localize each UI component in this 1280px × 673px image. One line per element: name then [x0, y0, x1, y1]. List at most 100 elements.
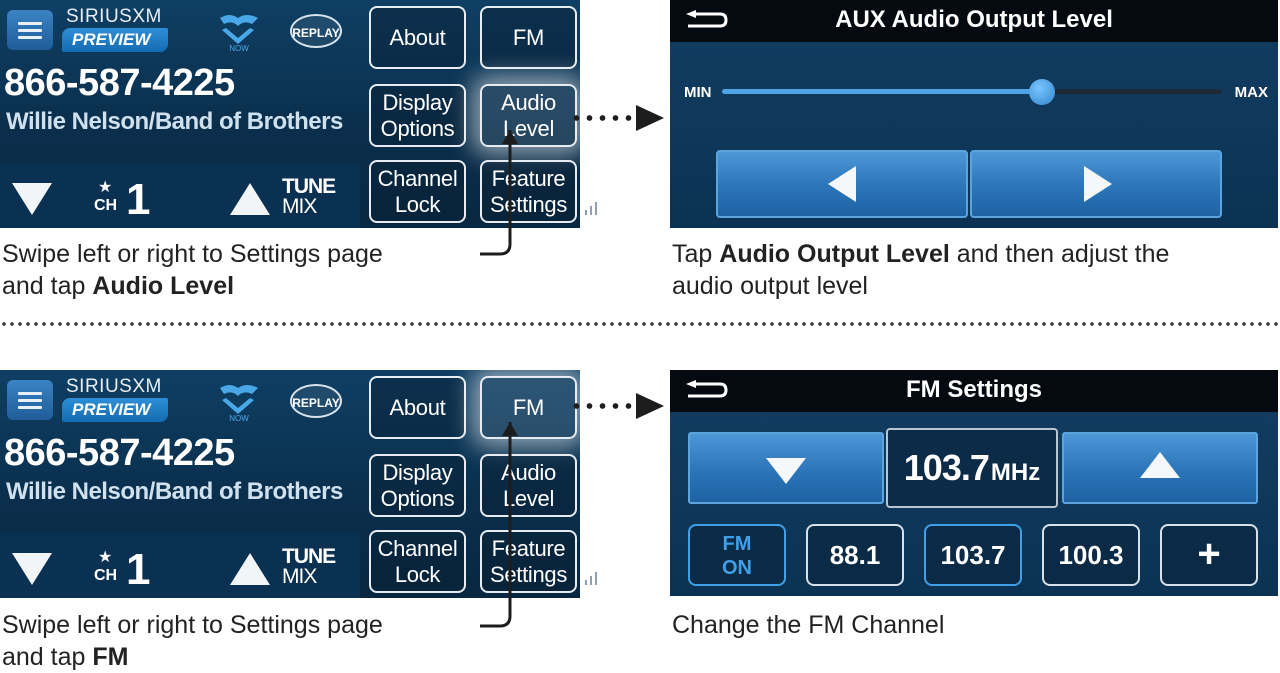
- display-options-line1: Display: [382, 89, 453, 115]
- flow-arrowhead-2: [636, 393, 664, 419]
- channel-up-icon[interactable]: [230, 183, 270, 215]
- flow-arrowhead-1: [636, 105, 664, 131]
- step1-line1: Swipe left or right to Settings page: [2, 240, 383, 268]
- star-icon: ★: [98, 549, 113, 566]
- flow-arrow-dots-1: [570, 115, 642, 121]
- preview-badge: PREVIEW: [62, 398, 168, 422]
- down-arrow-icon: [766, 458, 806, 484]
- preview-badge: PREVIEW: [62, 28, 168, 52]
- frequency-down-button[interactable]: [688, 432, 884, 504]
- step3-line2-bold: FM: [92, 643, 129, 671]
- now-icon[interactable]: NOW: [216, 10, 262, 52]
- right-arrow-icon: [1084, 166, 1112, 202]
- step1-line2-prefix: and tap: [2, 272, 93, 300]
- back-arrow-icon[interactable]: [684, 380, 728, 402]
- step2-line2: audio output level: [672, 272, 868, 300]
- flow-arrow-dots-2: [570, 403, 642, 409]
- radio-screen-top: SIRIUSXM PREVIEW NOW REPLAY 866-587-4225…: [0, 0, 580, 228]
- channel-up-icon[interactable]: [230, 553, 270, 585]
- channel-lock-line1: Channel: [377, 535, 458, 561]
- step3-line2: and tap FM: [2, 641, 383, 673]
- replay-icon[interactable]: REPLAY: [290, 384, 342, 418]
- frequency-value: 103.7: [903, 447, 990, 488]
- replay-icon[interactable]: REPLAY: [290, 14, 342, 48]
- step2-prefix: Tap: [672, 240, 720, 268]
- channel-lock-line1: Channel: [377, 165, 458, 191]
- preset-button-selected[interactable]: 103.7: [924, 524, 1022, 586]
- audio-level-slider[interactable]: [722, 79, 1222, 105]
- feature-settings-line2: Settings: [489, 561, 568, 587]
- fm-title-bar: FM Settings: [670, 370, 1278, 412]
- left-arrow-icon: [828, 166, 856, 202]
- step1-line2-bold: Audio Level: [92, 272, 235, 300]
- step1-caption: Swipe left or right to Settings page and…: [2, 238, 383, 302]
- fm-on-toggle[interactable]: FM ON: [688, 524, 786, 586]
- decrease-level-button[interactable]: [716, 150, 968, 218]
- artist-name: Willie Nelson/Band of Brothers: [6, 108, 343, 135]
- now-label: NOW: [229, 44, 249, 52]
- display-options-line1: Display: [382, 459, 453, 485]
- slider-fill: [722, 89, 1042, 94]
- radio-screen-bottom: SIRIUSXM PREVIEW NOW REPLAY 866-587-4225…: [0, 370, 580, 598]
- frequency-up-button[interactable]: [1062, 432, 1258, 504]
- feature-settings-line1: Feature: [491, 535, 566, 561]
- step2-bold: Audio Output Level: [719, 240, 950, 268]
- frequency-display: 103.7MHz: [886, 428, 1058, 508]
- aux-title: AUX Audio Output Level: [835, 6, 1113, 33]
- aux-title-bar: AUX Audio Output Level: [670, 0, 1278, 42]
- step2-caption: Tap Audio Output Level and then adjust t…: [672, 238, 1169, 302]
- frequency-unit: MHz: [990, 459, 1041, 486]
- siriusxm-logo-text: SIRIUSXM: [66, 376, 162, 397]
- artist-name: Willie Nelson/Band of Brothers: [6, 478, 343, 505]
- tuning-bar: ★ CH 1 TUNE MIX: [0, 533, 360, 598]
- now-icon[interactable]: NOW: [216, 380, 262, 422]
- channel-label: CH: [94, 197, 118, 214]
- step3-line2-prefix: and tap: [2, 643, 93, 671]
- channel-number: 1: [126, 545, 151, 594]
- phone-number: 866-587-4225: [4, 62, 235, 104]
- display-options-line2: Options: [380, 115, 455, 141]
- section-divider: [0, 322, 1280, 326]
- audio-level-line1: Audio: [501, 89, 556, 115]
- tunemix-button[interactable]: TUNE MIX: [282, 176, 336, 217]
- fm-button[interactable]: FM: [480, 6, 577, 69]
- signal-icon: [585, 202, 597, 215]
- step1-line2: and tap Audio Level: [2, 270, 383, 302]
- channel-indicator: ★ CH 1: [94, 545, 154, 594]
- add-preset-button[interactable]: +: [1160, 524, 1258, 586]
- step2-line1: Tap Audio Output Level and then adjust t…: [672, 238, 1169, 270]
- tunemix-button[interactable]: TUNE MIX: [282, 545, 336, 588]
- tune-label: TUNE: [282, 545, 336, 568]
- step3-caption: Swipe left or right to Settings page and…: [2, 609, 383, 673]
- channel-lock-line2: Lock: [394, 191, 441, 217]
- menu-icon[interactable]: [7, 10, 53, 50]
- channel-down-icon[interactable]: [12, 183, 52, 215]
- back-arrow-icon[interactable]: [684, 10, 728, 32]
- menu-icon[interactable]: [7, 380, 53, 420]
- channel-lock-line2: Lock: [394, 561, 441, 587]
- preset-button[interactable]: 100.3: [1042, 524, 1140, 586]
- audio-level-line2: Level: [502, 485, 555, 511]
- pointer-arrow-1: [480, 130, 518, 256]
- aux-output-screen: AUX Audio Output Level MIN MAX: [670, 0, 1278, 228]
- pointer-arrow-2: [480, 422, 518, 628]
- up-arrow-icon: [1140, 452, 1180, 478]
- slider-knob[interactable]: [1029, 79, 1055, 105]
- preset-button[interactable]: 88.1: [806, 524, 904, 586]
- channel-number: 1: [126, 175, 151, 224]
- fm-on-line2: ON: [722, 557, 752, 579]
- mix-label: MIX: [282, 565, 317, 588]
- channel-down-icon[interactable]: [12, 553, 52, 585]
- fm-title: FM Settings: [906, 376, 1042, 403]
- about-button[interactable]: About: [369, 376, 466, 439]
- fm-on-line1: FM: [722, 533, 752, 555]
- step2-suffix: and then adjust the: [949, 240, 1170, 268]
- about-button[interactable]: About: [369, 6, 466, 69]
- increase-level-button[interactable]: [970, 150, 1222, 218]
